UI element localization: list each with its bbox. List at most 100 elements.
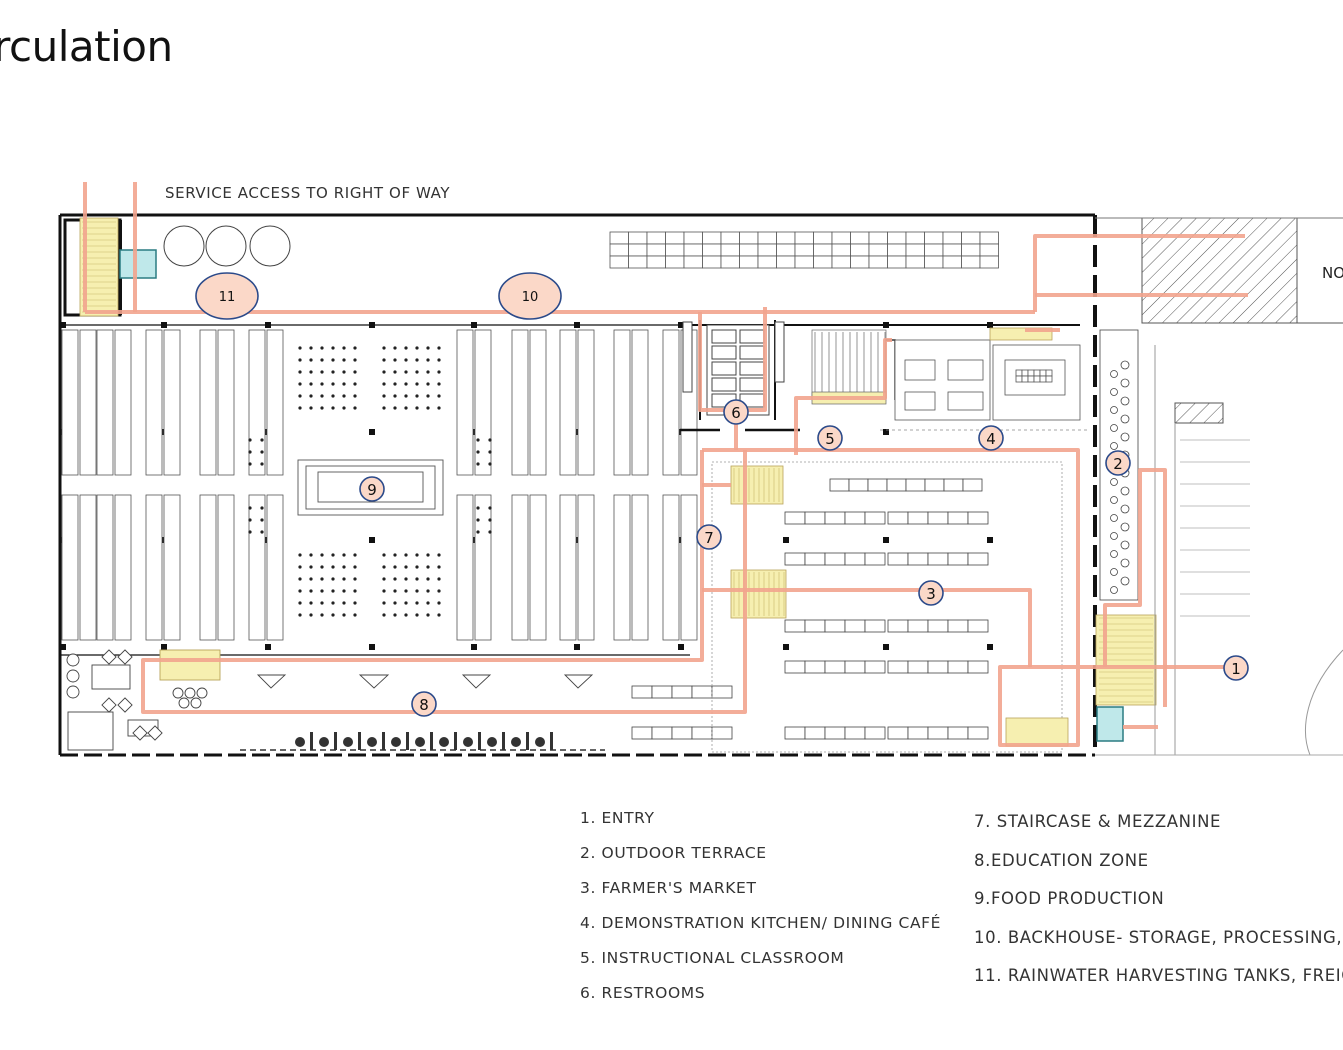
plant-dot	[331, 406, 335, 410]
column	[369, 644, 375, 650]
market-stall	[844, 511, 866, 525]
plant-dot	[437, 346, 441, 350]
plant-dot	[298, 577, 302, 581]
planter	[1110, 406, 1118, 414]
plant-dot	[488, 438, 492, 442]
plant-dot	[393, 346, 397, 350]
plant-dot	[393, 601, 397, 605]
plant-dot	[393, 358, 397, 362]
plant-dot	[309, 406, 313, 410]
plant-dot	[260, 438, 264, 442]
kitchen-cell	[1027, 375, 1035, 383]
plant-dot	[404, 613, 408, 617]
planter	[1110, 424, 1118, 432]
column	[987, 322, 993, 328]
plant-dot	[415, 601, 419, 605]
shrub	[319, 737, 329, 747]
plant-dot	[404, 406, 408, 410]
plant-dot	[415, 394, 419, 398]
plant-dot	[309, 553, 313, 557]
kitchen-cell	[1039, 369, 1047, 377]
shrub	[511, 737, 521, 747]
storage-rack-cell	[665, 255, 685, 269]
bench	[550, 732, 553, 750]
column	[883, 644, 889, 650]
plant-dot	[260, 506, 264, 510]
plant-dot	[320, 601, 324, 605]
market-stall	[867, 478, 888, 492]
grow-rack	[680, 494, 698, 641]
restroom-stall	[711, 361, 737, 376]
rainwater-tanks	[163, 225, 291, 267]
planter	[1120, 360, 1130, 370]
plant-dot	[248, 518, 252, 522]
legend-entry-7: 7. STAIRCASE & MEZZANINE	[974, 812, 1222, 831]
plant-dot	[298, 589, 302, 593]
plant-dot	[393, 394, 397, 398]
market-stall	[829, 478, 850, 492]
restroom-stall	[739, 377, 765, 392]
legend-entry-4: 4. DEMONSTRATION KITCHEN/ DINING CAFÉ	[580, 914, 942, 932]
grow-rack	[662, 329, 680, 476]
storage-rack-cell	[961, 231, 981, 245]
plant-dot	[488, 462, 492, 466]
column	[161, 322, 167, 328]
plant-dot	[353, 601, 357, 605]
plant-dot	[382, 358, 386, 362]
legend-entry-3: 3. FARMER'S MARKET	[580, 879, 757, 897]
restroom-stall	[739, 361, 765, 376]
plant-dot	[248, 462, 252, 466]
market-stall	[784, 619, 806, 633]
plant-dot	[298, 553, 302, 557]
grow-rack	[577, 494, 595, 641]
plant-dot	[353, 358, 357, 362]
column	[369, 537, 375, 543]
shrub	[439, 737, 449, 747]
storage-rack-cell	[868, 255, 888, 269]
storage-rack-cell	[757, 243, 777, 257]
planter	[1120, 576, 1130, 586]
grow-rack	[96, 494, 114, 641]
column	[883, 322, 889, 328]
market-stall	[967, 619, 989, 633]
grow-rack	[511, 494, 529, 641]
market-stall	[887, 511, 909, 525]
bench	[478, 732, 481, 750]
market-stall	[905, 478, 926, 492]
education-zone-furniture	[66, 649, 594, 751]
grow-rack	[559, 494, 577, 641]
legend-entry-1: 1. ENTRY	[580, 809, 655, 827]
column	[987, 644, 993, 650]
marker-label: 3	[926, 585, 936, 603]
legend-entry-5: 5. INSTRUCTIONAL CLASSROOM	[580, 949, 845, 967]
column	[369, 322, 375, 328]
plant-dot	[353, 382, 357, 386]
plant-dot	[426, 577, 430, 581]
plant-dot	[331, 346, 335, 350]
plant-dot	[437, 382, 441, 386]
north-label: NO	[1322, 264, 1343, 282]
plant-dot	[437, 577, 441, 581]
shrub	[487, 737, 497, 747]
marker-label: 11	[219, 290, 236, 305]
grow-rack	[613, 494, 631, 641]
market-stall	[804, 552, 826, 566]
structural-columns	[60, 322, 993, 650]
kitchen-cell	[1015, 369, 1023, 377]
planter	[1120, 522, 1130, 532]
plant-dot	[404, 589, 408, 593]
plant-dot	[309, 577, 313, 581]
plant-dot	[353, 589, 357, 593]
shrub	[391, 737, 401, 747]
column	[471, 644, 477, 650]
storage-rack-cell	[942, 243, 962, 257]
plant-dot	[331, 577, 335, 581]
planter	[1110, 388, 1118, 396]
grow-rack	[266, 329, 284, 476]
plant-dot	[320, 370, 324, 374]
service-access-label: SERVICE ACCESS TO RIGHT OF WAY	[165, 184, 450, 202]
plant-dot	[426, 589, 430, 593]
plant-dot	[309, 601, 313, 605]
plant-dot	[476, 438, 480, 442]
plant-dot	[342, 406, 346, 410]
